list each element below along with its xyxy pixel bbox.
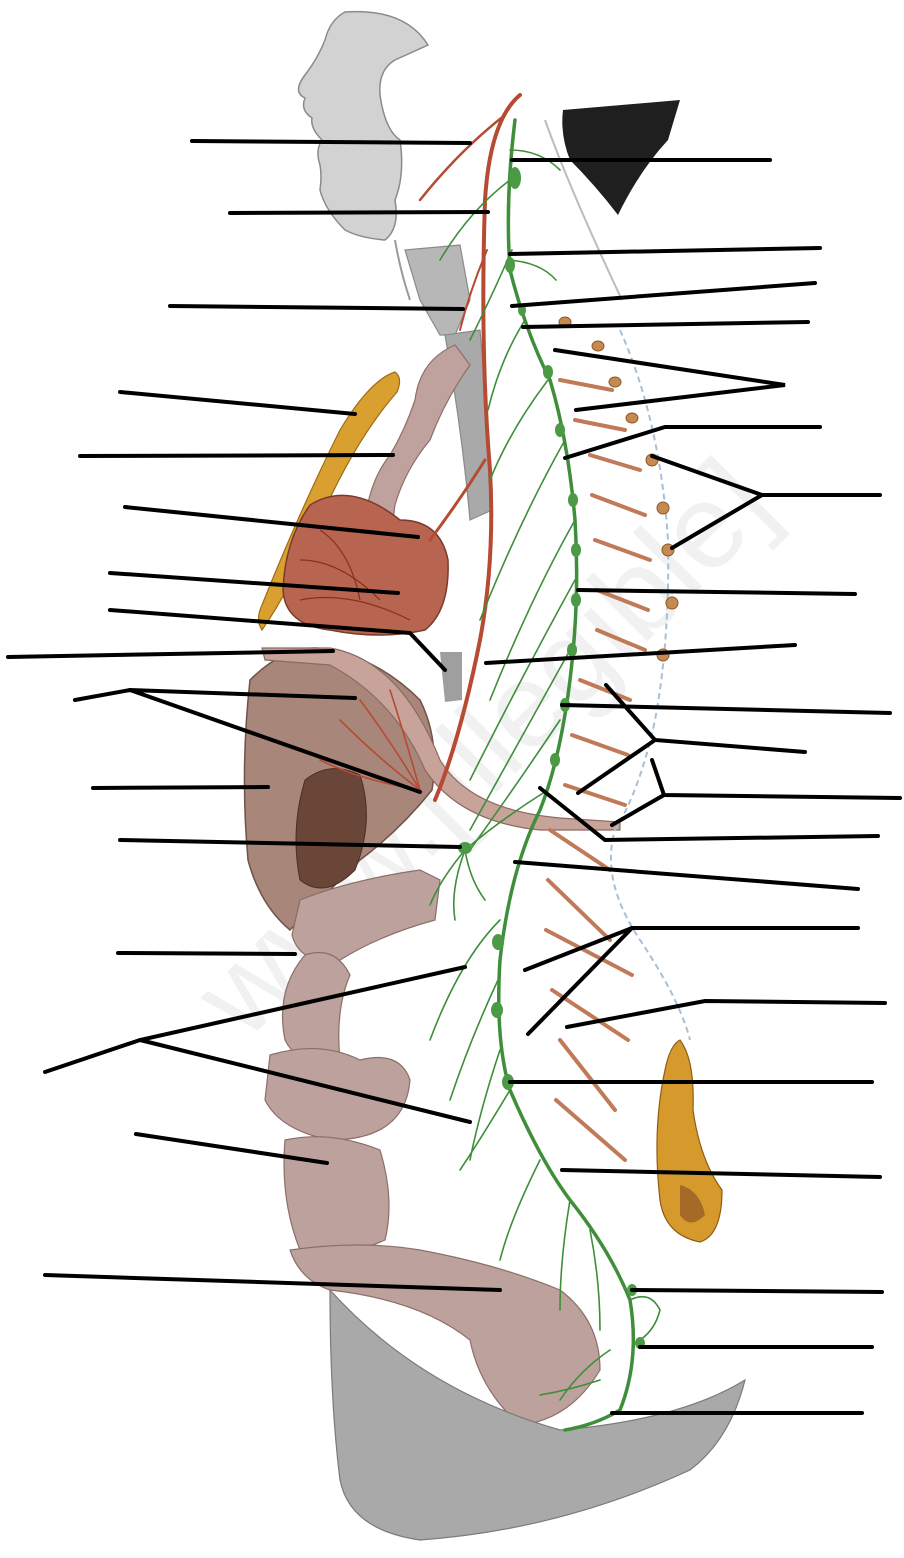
leader-line [612,795,664,825]
leader-line [555,350,785,410]
leader-line [606,685,805,752]
face-profile [299,12,429,240]
leader-line [170,306,463,309]
leader-line [515,862,858,889]
leader-line [80,455,393,456]
leader-line [120,392,355,414]
leader-line [192,141,470,143]
leader-line [567,1001,885,1027]
leader-line [510,248,820,254]
leader-line [562,1170,880,1177]
neck-front [395,240,410,300]
intestines [265,870,600,1425]
larynx [405,245,470,335]
leader-line [118,953,295,954]
leader-line [652,760,900,798]
leader-line [632,1290,882,1292]
hair [562,100,680,215]
leader-line [93,787,268,788]
leader-line [525,928,858,970]
intercostal-branches [546,380,650,1160]
leader-line [512,283,815,306]
heart [283,495,448,635]
external-carotid [420,115,505,200]
leader-line [230,212,488,213]
